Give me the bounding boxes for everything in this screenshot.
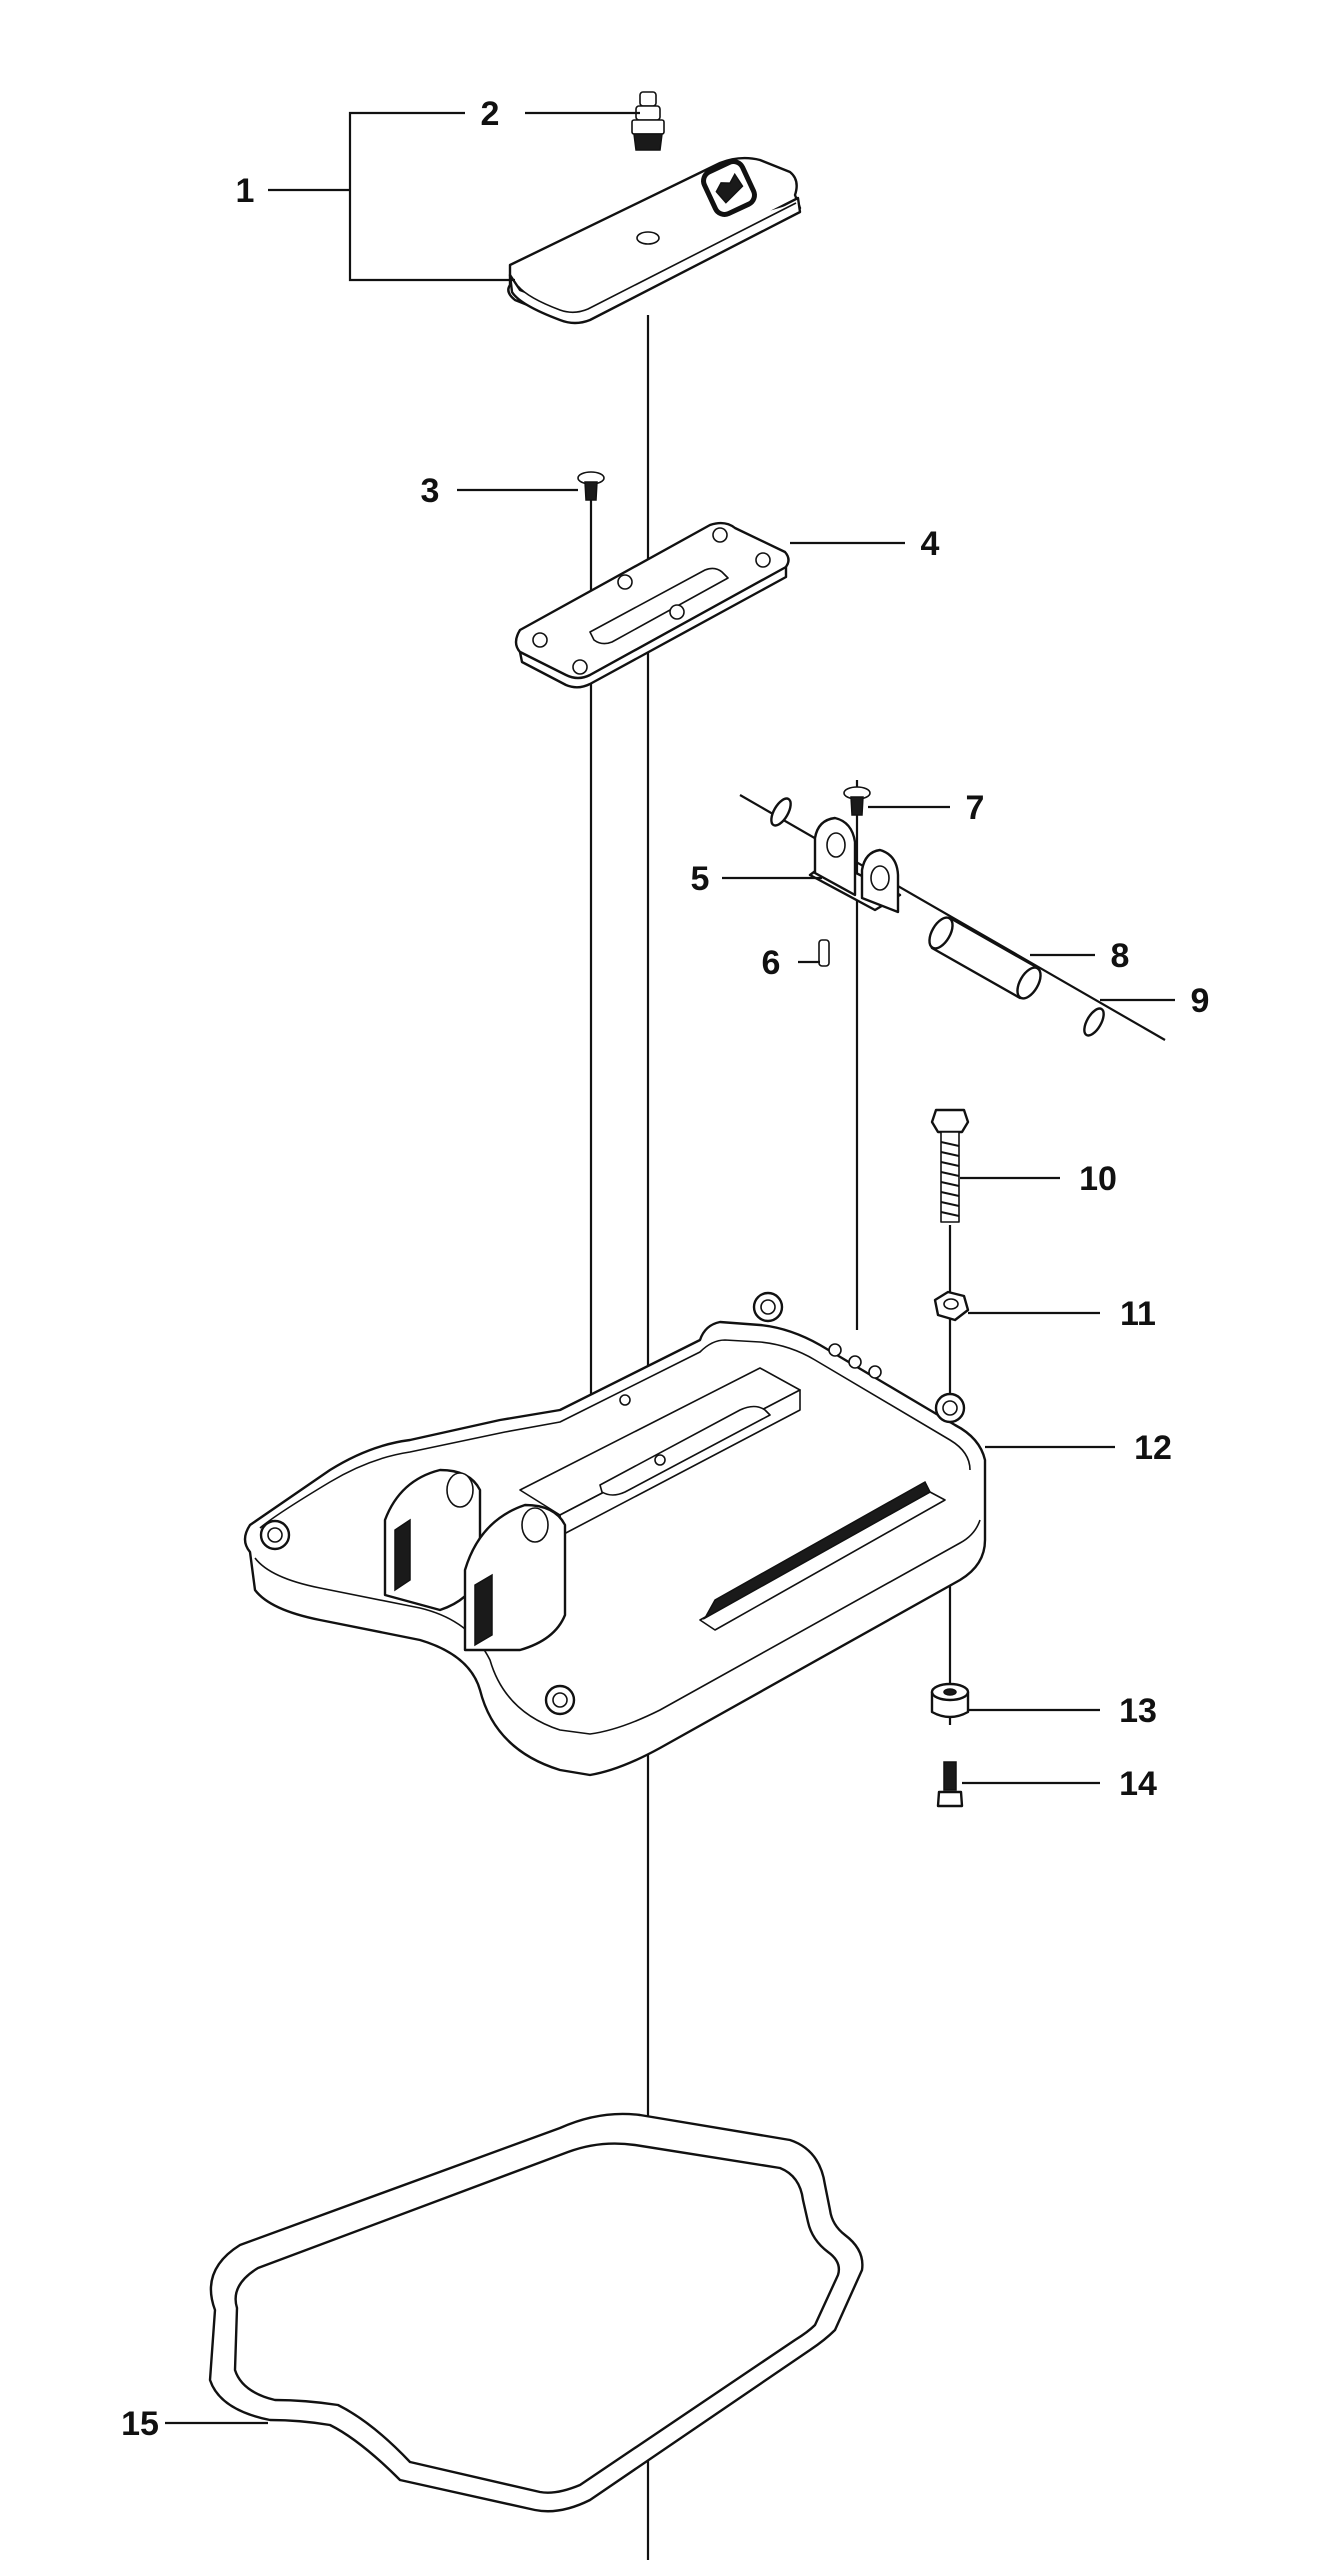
callout-14: 14 bbox=[1119, 1765, 1157, 1803]
part-14-screw bbox=[936, 1761, 964, 1808]
callout-7: 7 bbox=[966, 789, 985, 827]
callout-8: 8 bbox=[1111, 937, 1130, 975]
leader-lines bbox=[165, 111, 1175, 2425]
callout-15: 15 bbox=[121, 2405, 159, 2443]
part-11-nut bbox=[933, 1290, 970, 1322]
callout-11: 11 bbox=[1120, 1295, 1156, 1333]
callout-9: 9 bbox=[1191, 982, 1210, 1020]
part-3-screw bbox=[577, 471, 605, 501]
part-2-grease-nipple bbox=[631, 91, 665, 151]
callout-12: 12 bbox=[1134, 1429, 1172, 1467]
part-13-spacer bbox=[930, 1682, 970, 1719]
corner-bosses bbox=[259, 1291, 966, 1716]
part-7-screw bbox=[843, 786, 871, 816]
callout-6: 6 bbox=[762, 944, 781, 982]
part-4-plate bbox=[514, 521, 790, 689]
part-5-bracket bbox=[808, 816, 902, 914]
callout-4: 4 bbox=[921, 525, 940, 563]
part-8-sleeve bbox=[928, 916, 1042, 1000]
part-6-pin bbox=[818, 939, 830, 967]
part-15-rubber-frame bbox=[208, 2112, 864, 2513]
callout-13: 13 bbox=[1119, 1692, 1157, 1730]
part-1-top-cover bbox=[507, 156, 802, 325]
callout-labels: 2 1 3 4 5 6 7 8 9 10 11 12 13 14 15 bbox=[121, 95, 1209, 2443]
callout-3: 3 bbox=[421, 472, 440, 510]
callout-5: 5 bbox=[691, 860, 710, 898]
husqvarna-logo bbox=[701, 159, 757, 217]
part-12-base-plate bbox=[243, 1291, 987, 1777]
callout-2: 2 bbox=[481, 95, 500, 133]
callout-10: 10 bbox=[1079, 1160, 1117, 1198]
part-9-o-ring bbox=[770, 797, 1105, 1037]
callout-1: 1 bbox=[236, 172, 255, 210]
part-10-bolt bbox=[930, 1108, 970, 1223]
